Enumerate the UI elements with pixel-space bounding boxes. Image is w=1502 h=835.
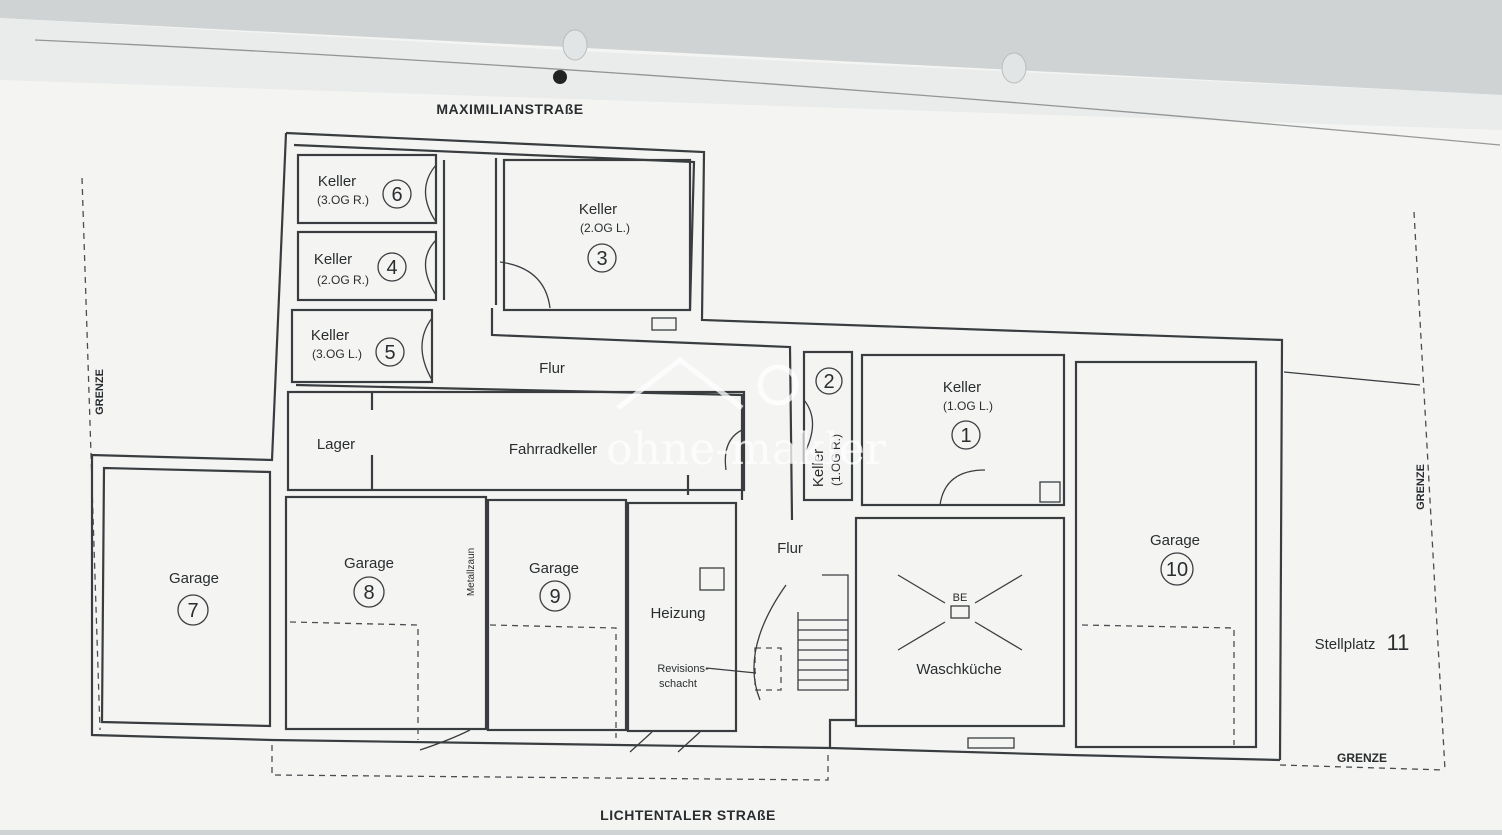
- svg-text:Garage: Garage: [529, 560, 579, 577]
- svg-text:3: 3: [596, 248, 607, 270]
- boundary-right: GRENZE: [1415, 464, 1427, 510]
- paper-shadow: [0, 18, 1502, 130]
- flur-lower-wall: [295, 383, 744, 500]
- stellplatz-11: Stellplatz 11: [1315, 630, 1410, 655]
- svg-text:5: 5: [384, 342, 395, 364]
- svg-text:(3.OG R.): (3.OG R.): [317, 193, 369, 207]
- svg-text:Garage: Garage: [344, 555, 394, 572]
- staircase: [753, 574, 849, 701]
- keller-stack: [290, 153, 498, 384]
- punch-hole-right: [1001, 52, 1027, 84]
- svg-text:9: 9: [549, 586, 560, 608]
- street-bottom: LICHTENTALER STRAßE: [600, 807, 776, 823]
- punch-hole-left: [562, 29, 588, 61]
- watermark-logo: [616, 356, 799, 410]
- room-garage10: Garage 10: [1150, 532, 1200, 586]
- room-keller5: Keller (3.OG L.) 5: [311, 327, 405, 367]
- room-fahrradkeller: Fahrradkeller: [509, 441, 597, 458]
- room-keller3: Keller (2.OG L.) 3: [579, 201, 630, 273]
- room-keller6: Keller (3.OG R.) 6: [317, 173, 412, 209]
- svg-text:Keller: Keller: [318, 173, 356, 190]
- boundary-left: GRENZE: [94, 369, 106, 415]
- svg-text:Keller: Keller: [314, 251, 352, 268]
- svg-text:1: 1: [960, 425, 971, 447]
- svg-text:Garage: Garage: [1150, 532, 1200, 549]
- lager-fahrrad-walls: [286, 390, 746, 495]
- room-keller2: 2 Keller (1.OG R.): [810, 367, 843, 487]
- svg-text:Keller: Keller: [579, 201, 617, 218]
- outer-walls: [90, 131, 1284, 762]
- svg-text:11: 11: [1387, 630, 1410, 655]
- svg-text:7: 7: [187, 600, 198, 622]
- svg-text:Keller: Keller: [943, 379, 981, 396]
- svg-text:(2.OG L.): (2.OG L.): [580, 221, 630, 235]
- room-flur-upper: Flur: [539, 360, 565, 377]
- waschkueche-walls: [854, 516, 1066, 749]
- street-top: MAXIMILIANSTRAßE: [436, 101, 583, 117]
- keller3-walls: [499, 158, 692, 331]
- svg-text:(1.OG L.): (1.OG L.): [943, 399, 993, 413]
- svg-text:6: 6: [391, 184, 402, 206]
- svg-text:(3.OG L.): (3.OG L.): [312, 347, 362, 361]
- paper-sheet: [0, 18, 1502, 830]
- room-keller4: Keller (2.OG R.) 4: [314, 251, 407, 287]
- svg-text:8: 8: [363, 582, 374, 604]
- be-label: BE: [953, 592, 968, 604]
- svg-text:schacht: schacht: [659, 678, 697, 690]
- revisionsschacht-label: Revisions- schacht: [657, 663, 757, 690]
- garage-walls: [271, 495, 1235, 781]
- room-garage8: Garage 8: [344, 555, 394, 608]
- svg-text:Keller: Keller: [311, 327, 349, 344]
- svg-text:(1.OG R.): (1.OG R.): [829, 434, 843, 486]
- watermark: ohne-makler: [606, 424, 887, 475]
- svg-text:2: 2: [823, 371, 834, 393]
- svg-text:Keller: Keller: [810, 449, 827, 487]
- garage10-walls: [1074, 360, 1258, 749]
- svg-text:Stellplatz: Stellplatz: [1315, 636, 1376, 653]
- room-flur-lower: Flur: [777, 540, 803, 557]
- boundary-bottom-line: [1279, 764, 1446, 771]
- svg-text:Garage: Garage: [169, 570, 219, 587]
- room-heizung: Heizung: [650, 605, 705, 622]
- svg-text:4: 4: [386, 257, 397, 279]
- flur-upper-walls: [490, 308, 794, 521]
- room-keller1: Keller (1.OG L.) 1: [943, 379, 993, 450]
- room-garage9: Garage 9: [529, 560, 579, 612]
- room-waschkueche: Waschküche: [916, 661, 1001, 678]
- ink-dot: [553, 70, 567, 84]
- stellplatz-line: [1283, 371, 1421, 386]
- boundary-bottom-right: GRENZE: [1337, 751, 1387, 765]
- metallzaun-label: Metallzaun: [466, 548, 477, 596]
- sheet-border-line: [34, 39, 1501, 146]
- keller2-walls: [802, 350, 854, 502]
- boundary-right-line: [1413, 211, 1446, 771]
- svg-text:(2.OG R.): (2.OG R.): [317, 273, 369, 287]
- room-lager: Lager: [317, 436, 355, 453]
- svg-text:10: 10: [1166, 559, 1188, 581]
- room-garage7: Garage 7: [169, 570, 219, 626]
- svg-text:Revisions-: Revisions-: [657, 663, 709, 675]
- keller1-walls: [860, 353, 1066, 507]
